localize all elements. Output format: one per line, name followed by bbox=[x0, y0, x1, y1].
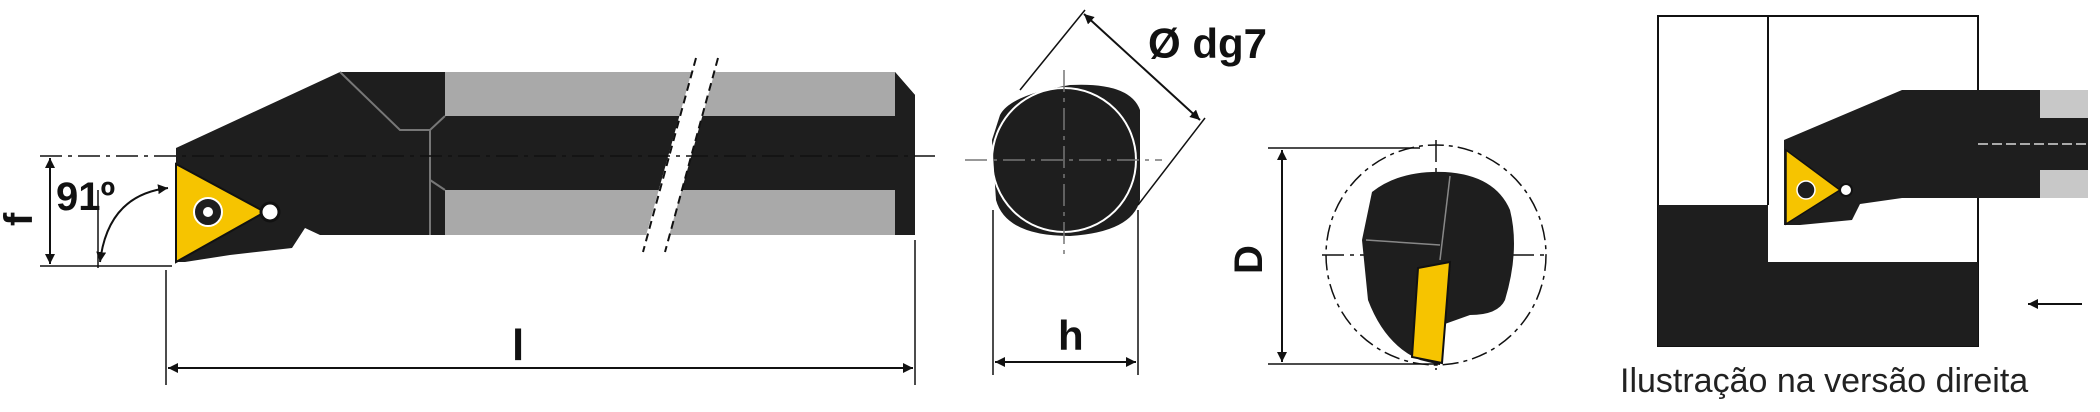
l-label: l bbox=[512, 321, 524, 370]
dia-extension-1 bbox=[1019, 9, 1086, 91]
mini-lower-flat bbox=[2040, 170, 2088, 198]
illustration-caption: Ilustração na versão direita bbox=[1620, 362, 2028, 400]
shank-section bbox=[992, 84, 1140, 236]
dia-dimension-line bbox=[1083, 13, 1201, 121]
head-contour bbox=[339, 71, 446, 131]
mini-tool-shank bbox=[1784, 90, 2040, 225]
side-view: f 91º l bbox=[0, 57, 935, 385]
upper-flat bbox=[445, 72, 895, 116]
break-line-2 bbox=[664, 57, 719, 253]
break-line-1 bbox=[642, 57, 697, 253]
f-label: f bbox=[0, 212, 41, 226]
head-contour-low bbox=[429, 179, 446, 191]
break-gap bbox=[642, 60, 718, 250]
end-view: Ø dg7 h bbox=[965, 9, 1267, 375]
angle-label: 91º bbox=[56, 175, 115, 219]
bore-view: D bbox=[1227, 140, 1550, 370]
mini-upper-flat bbox=[2040, 90, 2088, 118]
angle-arc bbox=[96, 184, 169, 263]
mini-screw-icon bbox=[1796, 180, 1816, 200]
clamp-pin bbox=[259, 201, 281, 223]
D-label: D bbox=[1227, 245, 1271, 274]
dia-extension-2 bbox=[1137, 117, 1206, 206]
diameter-label: Ø dg7 bbox=[1148, 20, 1267, 67]
workpiece-section bbox=[1658, 205, 1978, 346]
h-label: h bbox=[1058, 312, 1084, 359]
screw-center bbox=[203, 207, 213, 217]
shank-end bbox=[895, 72, 915, 235]
bar-facet-2 bbox=[1365, 239, 1441, 246]
illustration-right-hand: Ilustração na versão direita bbox=[1620, 15, 2090, 400]
mini-clamp-pin bbox=[1839, 183, 1853, 197]
bar-facet-1 bbox=[1439, 175, 1451, 261]
insert-section bbox=[1410, 260, 1452, 365]
